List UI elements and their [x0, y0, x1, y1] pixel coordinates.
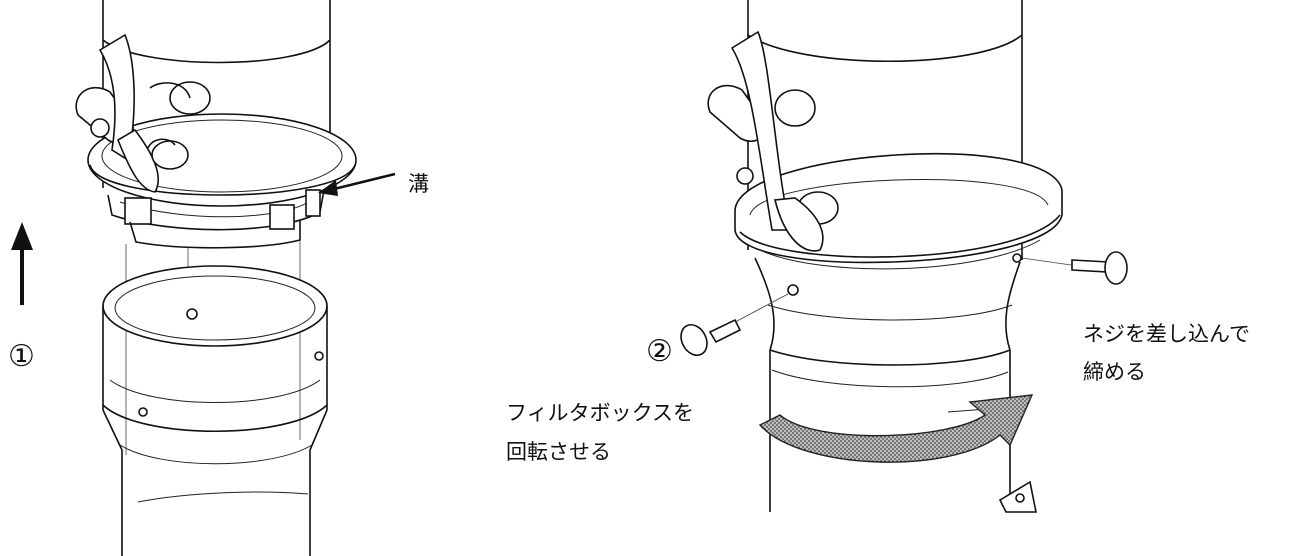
lever-right: [707, 30, 839, 252]
lift-arrow: [11, 222, 33, 305]
mount-bracket: [998, 480, 1037, 513]
thumb-screw-right: [1021, 251, 1128, 285]
rotate-instruction-line2: 回転させる: [506, 440, 611, 464]
filter-sleeve: [102, 265, 328, 556]
lever-clamp: [75, 33, 211, 193]
screw-instruction-line2: 締める: [1083, 360, 1146, 384]
step-1-marker: ①: [8, 339, 35, 374]
right-illustration: [680, 0, 1128, 513]
left-illustration: [11, 0, 396, 556]
groove-label: 溝: [408, 172, 429, 196]
thumb-screw-left: [680, 293, 789, 357]
rotate-instruction-line1: フィルタボックスを: [506, 401, 694, 425]
screw-instruction-line1: ネジを差し込んで: [1083, 322, 1250, 346]
step-2-marker: ②: [646, 334, 673, 369]
sleeve-right: [754, 253, 1022, 512]
rotation-arrow: [758, 394, 1034, 463]
groove-pointer-arrow: [318, 172, 396, 196]
